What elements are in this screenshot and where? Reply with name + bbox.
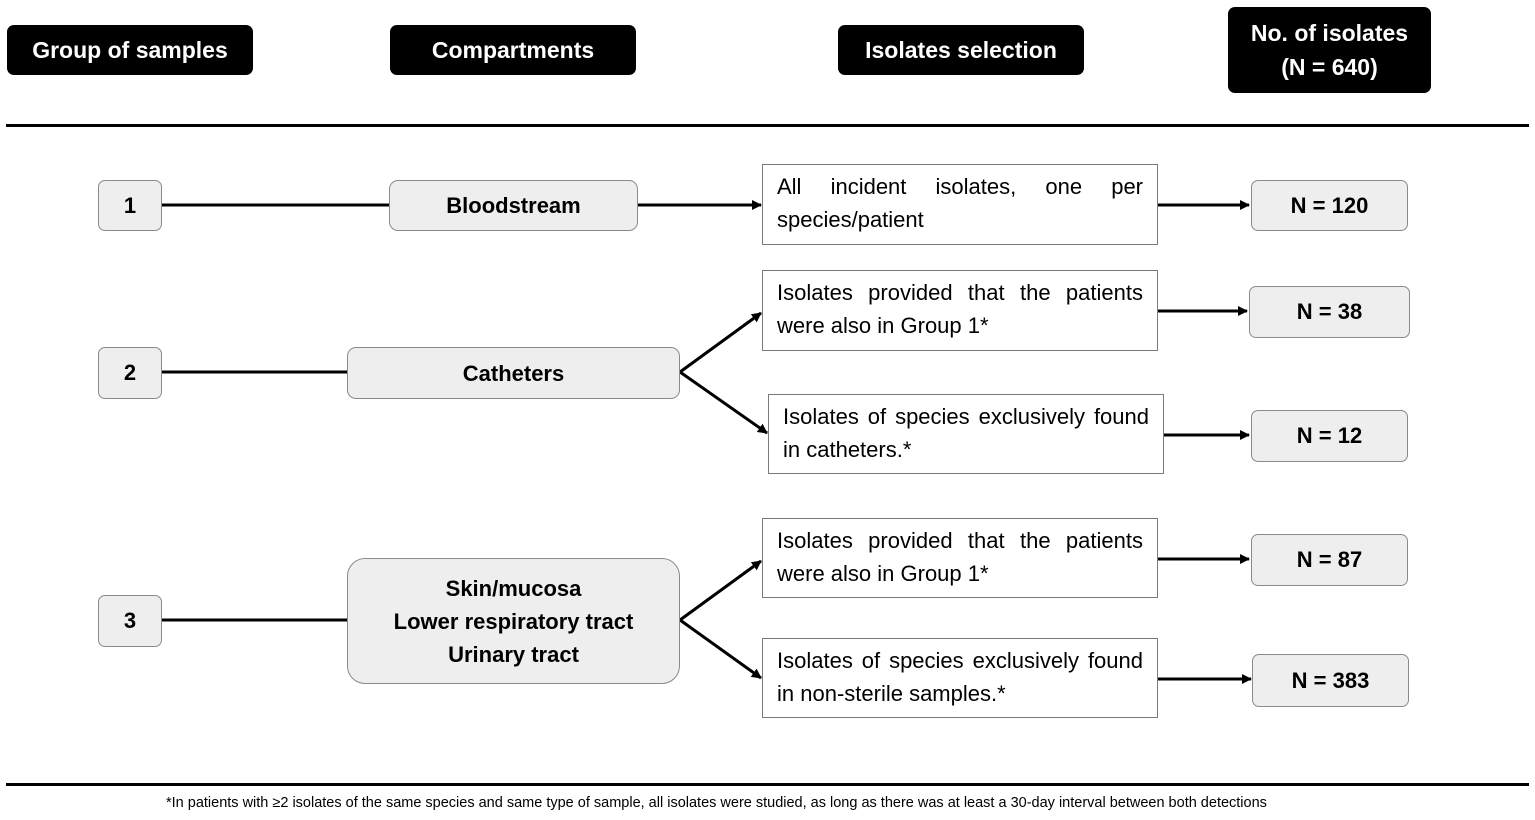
selection-g2-b: Isolates of species exclusively found in… (768, 394, 1164, 474)
group-2-box: 2 (98, 347, 162, 399)
selection-g3-b: Isolates of species exclusively found in… (762, 638, 1158, 718)
arrow-compartment-to-selection-a (679, 559, 762, 622)
result-g2-b: N = 12 (1251, 410, 1408, 462)
selection-g3-a: Isolates provided that the patients were… (762, 518, 1158, 598)
arrow-compartment-to-selection-b (679, 618, 762, 680)
compartment-skin-mucosa: Skin/mucosa (445, 575, 582, 601)
header-group-of-samples: Group of samples (7, 25, 253, 75)
compartment-lower-respiratory-tract: Lower respiratory tract (393, 608, 634, 634)
arrow-catheters-to-selection-a (679, 311, 762, 374)
selection-g1: All incident isolates, one per species/p… (762, 164, 1158, 245)
header-number-of-isolates: No. of isolates (N = 640) (1228, 7, 1431, 93)
bottom-divider (6, 783, 1529, 786)
result-g3-b: N = 383 (1252, 654, 1409, 707)
compartment-catheters: Catheters (347, 347, 680, 399)
result-g3-a: N = 87 (1251, 534, 1408, 586)
compartment-non-sterile: Skin/mucosa Lower respiratory tract Urin… (347, 558, 680, 684)
top-divider (6, 124, 1529, 127)
arrow-catheters-to-selection-b (679, 370, 768, 435)
selection-g2-a: Isolates provided that the patients were… (762, 270, 1158, 351)
header-isolates-line1: No. of isolates (1250, 20, 1409, 46)
compartment-bloodstream: Bloodstream (389, 180, 638, 231)
result-g1: N = 120 (1251, 180, 1408, 231)
compartment-urinary-tract: Urinary tract (448, 641, 579, 667)
header-isolates-selection: Isolates selection (838, 25, 1084, 75)
header-isolates-line2: (N = 640) (1281, 54, 1378, 80)
footnote: *In patients with ≥2 isolates of the sam… (166, 795, 1267, 811)
group-3-box: 3 (98, 595, 162, 647)
header-compartments: Compartments (390, 25, 636, 75)
group-1-box: 1 (98, 180, 162, 231)
result-g2-a: N = 38 (1249, 286, 1410, 338)
